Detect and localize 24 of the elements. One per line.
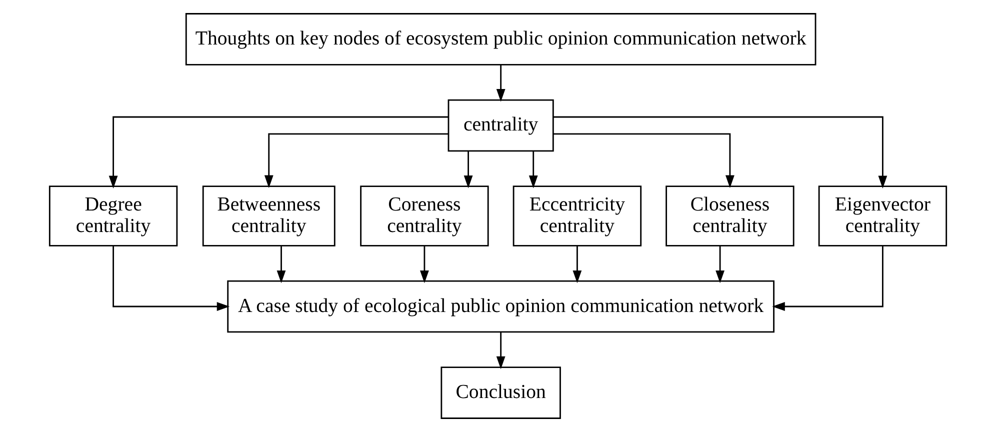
node-box: Eccentricity centrality	[512, 186, 642, 246]
arrow	[496, 65, 505, 102]
arrow	[264, 133, 448, 188]
node-box: centrality	[447, 99, 554, 152]
arrow	[772, 246, 883, 311]
arrow	[276, 246, 286, 284]
node-box: Coreness centrality	[360, 186, 488, 246]
arrow	[420, 246, 428, 284]
arrow	[528, 151, 538, 188]
arrow	[715, 246, 724, 284]
node-box: Betweenness centrality	[202, 186, 335, 246]
node-box: Closeness centrality	[665, 186, 794, 246]
node-box: Conclusion	[440, 366, 560, 419]
node-box: Eigenvector centrality	[818, 186, 947, 246]
arrow	[463, 151, 472, 188]
arrow	[552, 133, 734, 188]
arrow	[553, 116, 887, 188]
arrow	[572, 246, 582, 284]
arrow	[112, 246, 230, 311]
node-box: Degree centrality	[48, 186, 178, 246]
node-box: A case study of ecological public opinion communication network	[226, 280, 774, 333]
node-box: Thoughts on key nodes of ecosystem public opinion communication network	[184, 13, 816, 66]
arrow	[108, 116, 448, 188]
arrow	[496, 332, 505, 370]
